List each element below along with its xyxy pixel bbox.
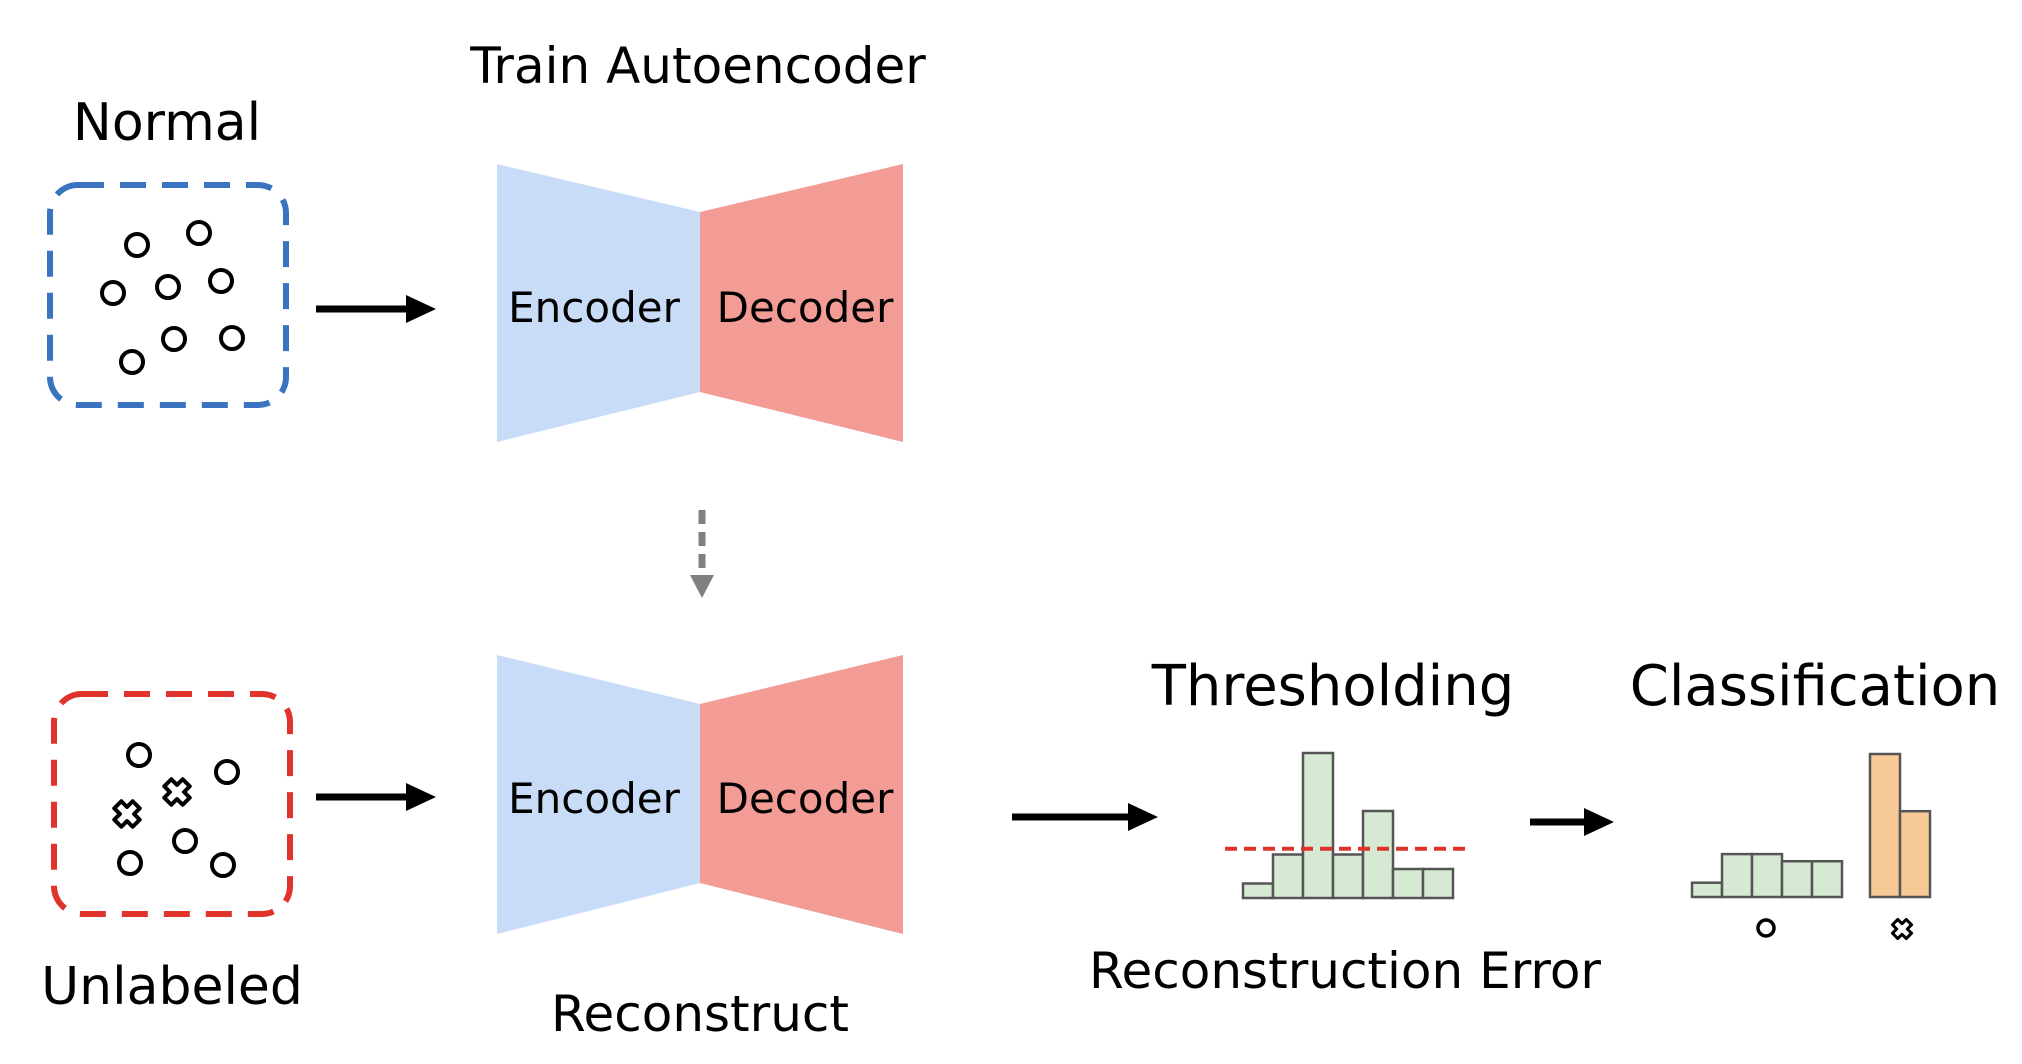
- circle-icon: [119, 349, 145, 375]
- reconstruction-error-histogram: [1225, 751, 1471, 900]
- autoencoder-bottom: Encoder Decoder: [497, 655, 903, 934]
- dashed-transfer-arrow: [690, 510, 714, 598]
- circle-icon: [161, 326, 187, 352]
- circle-icon: [186, 220, 212, 246]
- circle-icon: [172, 828, 198, 854]
- cross-icon: [156, 771, 198, 813]
- decoder-label: Decoder: [717, 283, 894, 332]
- normal-class-bar: [1810, 860, 1844, 899]
- histogram-bar: [1421, 867, 1455, 900]
- histogram-bar: [1331, 853, 1365, 900]
- circle-icon: [124, 232, 150, 258]
- encoder-label: Encoder: [508, 774, 680, 823]
- histogram-bar: [1361, 809, 1395, 900]
- normal-samples: [100, 220, 245, 375]
- reconstruction-error-label: Reconstruction Error: [1089, 942, 1601, 1000]
- circle-icon: [210, 852, 236, 878]
- circle-icon: [1756, 918, 1776, 938]
- cross-icon: [1886, 913, 1918, 945]
- circle-icon: [208, 268, 234, 294]
- circle-icon: [100, 280, 126, 306]
- circle-icon: [219, 325, 245, 351]
- reconstruct-label: Reconstruct: [551, 985, 849, 1043]
- encoder-block: [497, 655, 700, 934]
- histogram-bar: [1271, 853, 1305, 900]
- unlabeled-data-box: [51, 691, 293, 917]
- circle-icon: [214, 759, 240, 785]
- anomaly-class-bar: [1868, 752, 1902, 899]
- decoder-block: [700, 655, 903, 934]
- unlabeled-samples: [106, 742, 240, 878]
- normal-class-bar: [1750, 852, 1784, 899]
- normal-class-bar: [1780, 860, 1814, 899]
- arrow-to-reconstruct: [316, 783, 436, 811]
- cross-icon: [106, 793, 148, 835]
- histogram-bar: [1241, 882, 1275, 900]
- circle-icon: [155, 274, 181, 300]
- normal-label: Normal: [73, 93, 261, 153]
- anomaly-class-bar: [1898, 809, 1932, 899]
- thresholding-title: Thresholding: [1151, 654, 1515, 719]
- arrow-to-train-autoencoder: [316, 295, 436, 323]
- circle-icon: [117, 850, 143, 876]
- encoder-label: Encoder: [508, 283, 680, 332]
- histogram-bar: [1391, 867, 1425, 900]
- decoder-block: [700, 164, 903, 442]
- normal-data-box: [47, 182, 289, 408]
- classification-title: Classification: [1630, 654, 2001, 719]
- histogram-bar: [1301, 751, 1335, 900]
- circle-icon: [126, 742, 152, 768]
- normal-class-bar: [1690, 881, 1724, 899]
- classification-bars: [1690, 752, 1932, 899]
- normal-class-bar: [1720, 852, 1754, 899]
- arrow-to-thresholding: [1012, 803, 1158, 831]
- decoder-label: Decoder: [717, 774, 894, 823]
- arrow-to-classification: [1530, 808, 1614, 836]
- autoencoder-top: Encoder Decoder: [497, 164, 903, 442]
- encoder-block: [497, 164, 700, 442]
- train-autoencoder-title: Train Autoencoder: [469, 37, 926, 95]
- unlabeled-label: Unlabeled: [41, 957, 303, 1017]
